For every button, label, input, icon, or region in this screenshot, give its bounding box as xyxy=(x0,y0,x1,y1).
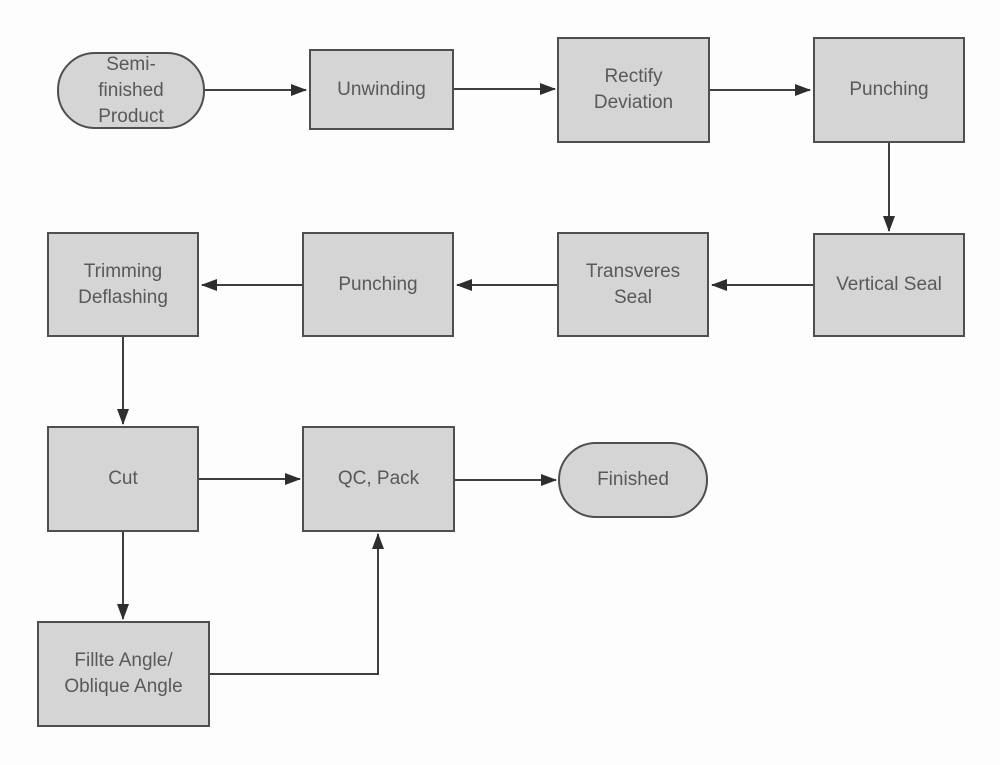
node-punching-1: Punching xyxy=(813,37,965,143)
node-qc-pack: QC, Pack xyxy=(302,426,455,532)
node-trimming-deflashing: Trimming Deflashing xyxy=(47,232,199,337)
node-vertical-seal: Vertical Seal xyxy=(813,233,965,337)
node-cut: Cut xyxy=(47,426,199,532)
node-fillte-oblique-angle: Fillte Angle/ Oblique Angle xyxy=(37,621,210,727)
node-semi-finished-product: Semi- finished Product xyxy=(57,52,205,129)
node-punching-2: Punching xyxy=(302,232,454,337)
node-rectify-deviation: Rectify Deviation xyxy=(557,37,710,143)
edge-fillte-angle-to-qc-pack xyxy=(210,533,384,675)
node-transveres-seal: Transveres Seal xyxy=(557,232,709,337)
node-finished: Finished xyxy=(558,442,708,518)
node-unwinding: Unwinding xyxy=(309,49,454,130)
